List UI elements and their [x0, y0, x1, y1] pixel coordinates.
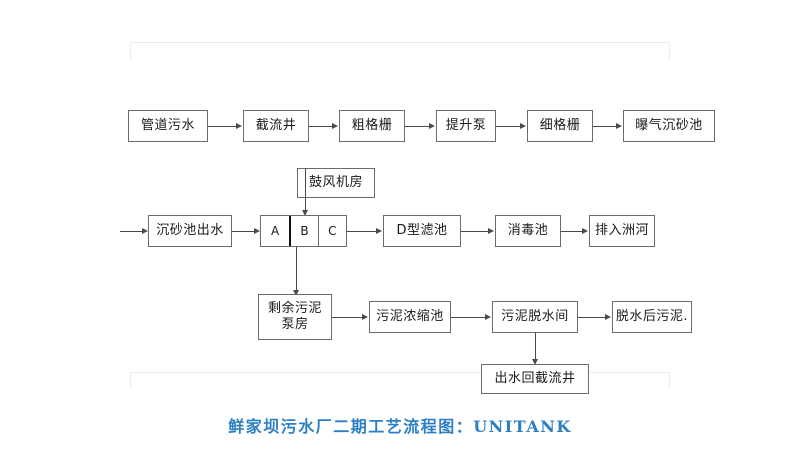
- arrowhead-grit-effluent-to-reactor: [254, 227, 260, 234]
- connector-well-to-coarse-screen: [309, 126, 334, 127]
- node-fine-screen[interactable]: 细格栅: [527, 110, 593, 142]
- node-d-type-filter[interactable]: D型滤池: [383, 215, 461, 247]
- node-sludge-thickener[interactable]: 污泥浓缩池: [369, 301, 451, 333]
- node-intercepting-well[interactable]: 截流井: [243, 110, 309, 142]
- arrowhead-dewatering-to-return: [531, 359, 538, 365]
- connector-grit-effluent-to-reactor: [232, 231, 256, 232]
- arrowhead-lift-pump-to-fine-screen: [520, 122, 526, 129]
- connector-dewatering-to-dewatered-sludge: [578, 317, 607, 318]
- connector-blower-to-reactor: [305, 168, 306, 211]
- connector-coarse-to-lift-pump: [405, 126, 431, 127]
- frame-artifact-bottom-left: [130, 372, 131, 388]
- arrowhead-d-filter-to-disinfection: [488, 227, 494, 234]
- node-aerated-grit-chamber[interactable]: 曝气沉砂池: [623, 110, 715, 142]
- node-dewatered-sludge[interactable]: 脱水后污泥.: [612, 301, 692, 333]
- node-lift-pump[interactable]: 提升泵: [436, 110, 496, 142]
- connector-inflow-to-grit-effluent: [120, 231, 144, 232]
- arrowhead-fine-screen-to-grit: [616, 122, 622, 129]
- reactor-cell-c[interactable]: C: [317, 216, 346, 246]
- arrowhead-thickener-to-dewatering: [485, 313, 491, 320]
- connector-thickener-to-dewatering: [451, 317, 487, 318]
- node-grit-effluent[interactable]: 沉砂池出水: [148, 215, 232, 247]
- diagram-title: 鲜家坝污水厂二期工艺流程图：UNITANK: [228, 417, 572, 436]
- connector-reactor-to-sludge-pump: [296, 247, 297, 291]
- connector-d-filter-to-disinfection: [461, 231, 490, 232]
- arrowhead-dewatering-to-dewatered-sludge: [605, 313, 611, 320]
- node-excess-sludge-pump-room[interactable]: 剩余污泥 泵房: [258, 294, 332, 340]
- arrowhead-inflow-to-grit-effluent: [142, 227, 148, 234]
- node-discharge-to-river[interactable]: 排入洲河: [589, 215, 655, 247]
- reactor-cell-b[interactable]: B: [289, 216, 317, 246]
- arrowhead-coarse-to-lift-pump: [429, 122, 435, 129]
- connector-sludge-pump-to-thickener: [332, 317, 364, 318]
- node-coarse-screen[interactable]: 粗格栅: [339, 110, 405, 142]
- node-blower-room[interactable]: 鼓风机房: [297, 168, 375, 198]
- connector-disinfection-to-river: [561, 231, 584, 232]
- node-return-to-intercepting-well[interactable]: 出水回截流井: [481, 364, 589, 394]
- frame-artifact-right: [669, 42, 670, 60]
- connector-pipe-to-well: [208, 126, 238, 127]
- node-sludge-dewatering-room[interactable]: 污泥脱水间: [492, 301, 578, 333]
- frame-artifact-bottom-right: [669, 372, 670, 388]
- reactor-cell-a[interactable]: A: [271, 224, 280, 238]
- arrowhead-blower-to-reactor: [301, 210, 308, 216]
- arrowhead-well-to-coarse-screen: [332, 122, 338, 129]
- arrowhead-sludge-pump-to-thickener: [362, 313, 368, 320]
- arrowhead-pipe-to-well: [236, 122, 242, 129]
- frame-artifact-top: [130, 42, 670, 43]
- node-pipe-sewage[interactable]: 管道污水: [128, 110, 208, 142]
- arrowhead-reactor-to-sludge-pump: [292, 290, 299, 296]
- connector-reactor-to-d-filter: [347, 231, 378, 232]
- connector-dewatering-to-return: [535, 333, 536, 360]
- node-disinfection-tank[interactable]: 消毒池: [495, 215, 561, 247]
- arrowhead-disinfection-to-river: [582, 227, 588, 234]
- unitank-reactor[interactable]: A B C: [260, 215, 347, 247]
- connector-lift-pump-to-fine-screen: [496, 126, 522, 127]
- frame-artifact-bottom: [130, 372, 670, 373]
- frame-artifact-left: [130, 42, 131, 60]
- connector-fine-screen-to-grit: [593, 126, 618, 127]
- arrowhead-reactor-to-d-filter: [376, 227, 382, 234]
